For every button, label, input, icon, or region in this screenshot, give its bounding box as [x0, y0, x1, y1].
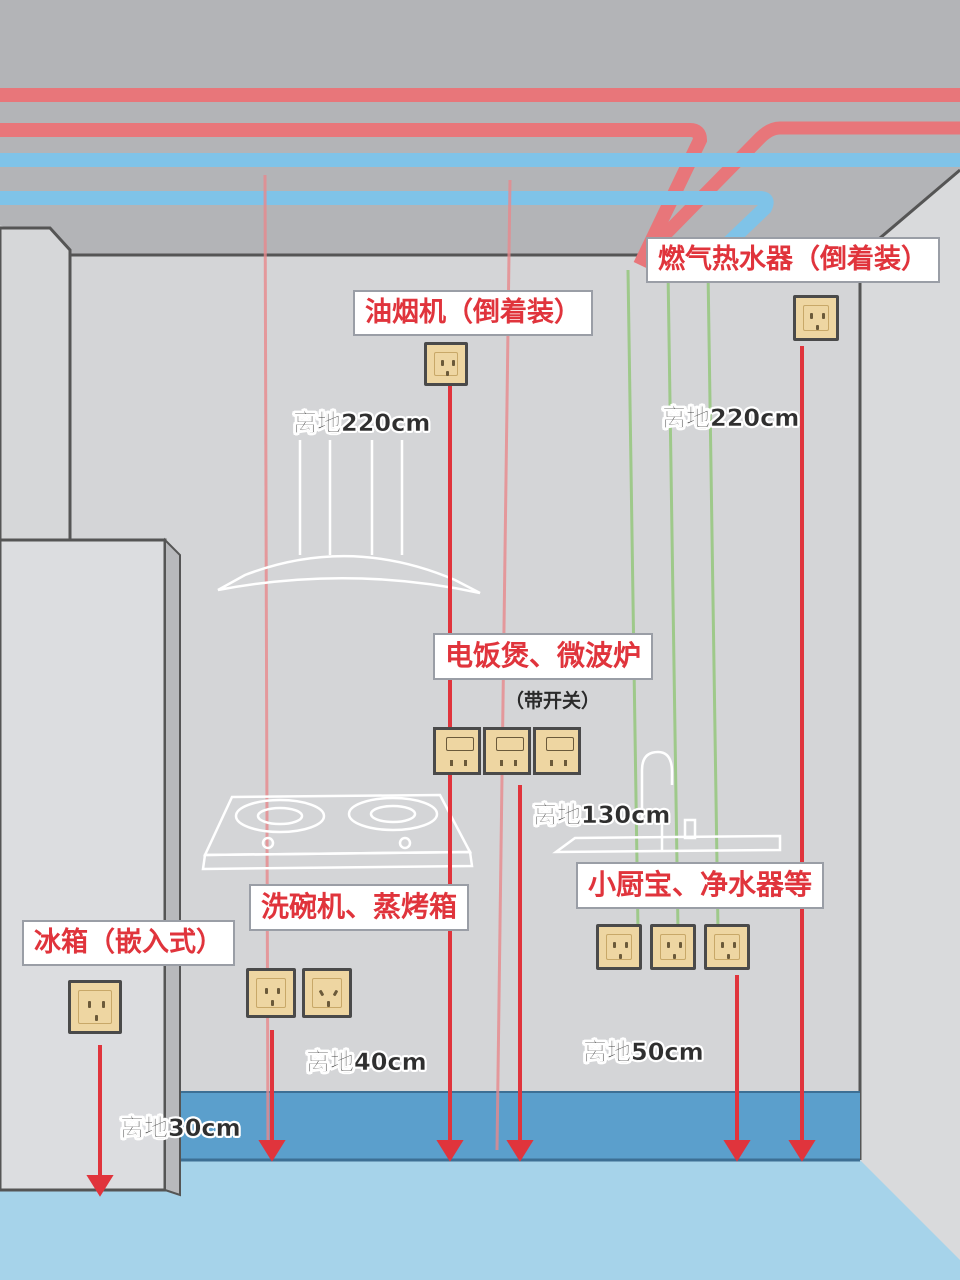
- purifier-socket-icon: [650, 924, 696, 970]
- fridge-label: 冰箱（嵌入式）: [22, 920, 235, 966]
- rice-height-text: 离地130cm: [533, 801, 671, 829]
- range-hood-label: 油烟机（倒着装）: [353, 290, 593, 336]
- purifier-socket-icon: [704, 924, 750, 970]
- switch-note: （带开关）: [505, 690, 601, 712]
- water-heater-label: 燃气热水器（倒着装）: [646, 237, 940, 283]
- hood-height-text: 离地220cm: [293, 409, 431, 437]
- dishwasher-socket-icon: [246, 968, 296, 1018]
- dish-height-text: 离地40cm: [306, 1048, 427, 1076]
- range-hood-outline: [217, 440, 481, 595]
- rice-cooker-label: 电饭煲、微波炉: [433, 633, 654, 680]
- switch-socket-icon: [483, 727, 531, 775]
- sink-outline: [552, 750, 782, 854]
- fridge-socket-icon: [68, 980, 122, 1034]
- fridge-body: [0, 538, 167, 1192]
- upper-cabinet: [0, 226, 72, 542]
- small-height-text: 离地50cm: [583, 1038, 704, 1066]
- right-wall: [860, 170, 960, 1280]
- purifier-socket-icon: [596, 924, 642, 970]
- ceiling-pipes: [0, 88, 960, 276]
- switch-socket-icon: [433, 727, 481, 775]
- floor: [0, 1150, 960, 1280]
- hood-socket-icon: [424, 342, 468, 386]
- switch-socket-icon: [533, 727, 581, 775]
- heater-height-text: 离地220cm: [662, 404, 800, 432]
- gas-stove-outline: [201, 793, 474, 871]
- fridge-height-text: 离地30cm: [120, 1114, 241, 1142]
- water-purifier-label: 小厨宝、净水器等: [576, 862, 825, 909]
- heater-socket-icon: [793, 295, 839, 341]
- dishwasher-label: 洗碗机、蒸烤箱: [249, 884, 470, 931]
- oven-socket-icon: [302, 968, 352, 1018]
